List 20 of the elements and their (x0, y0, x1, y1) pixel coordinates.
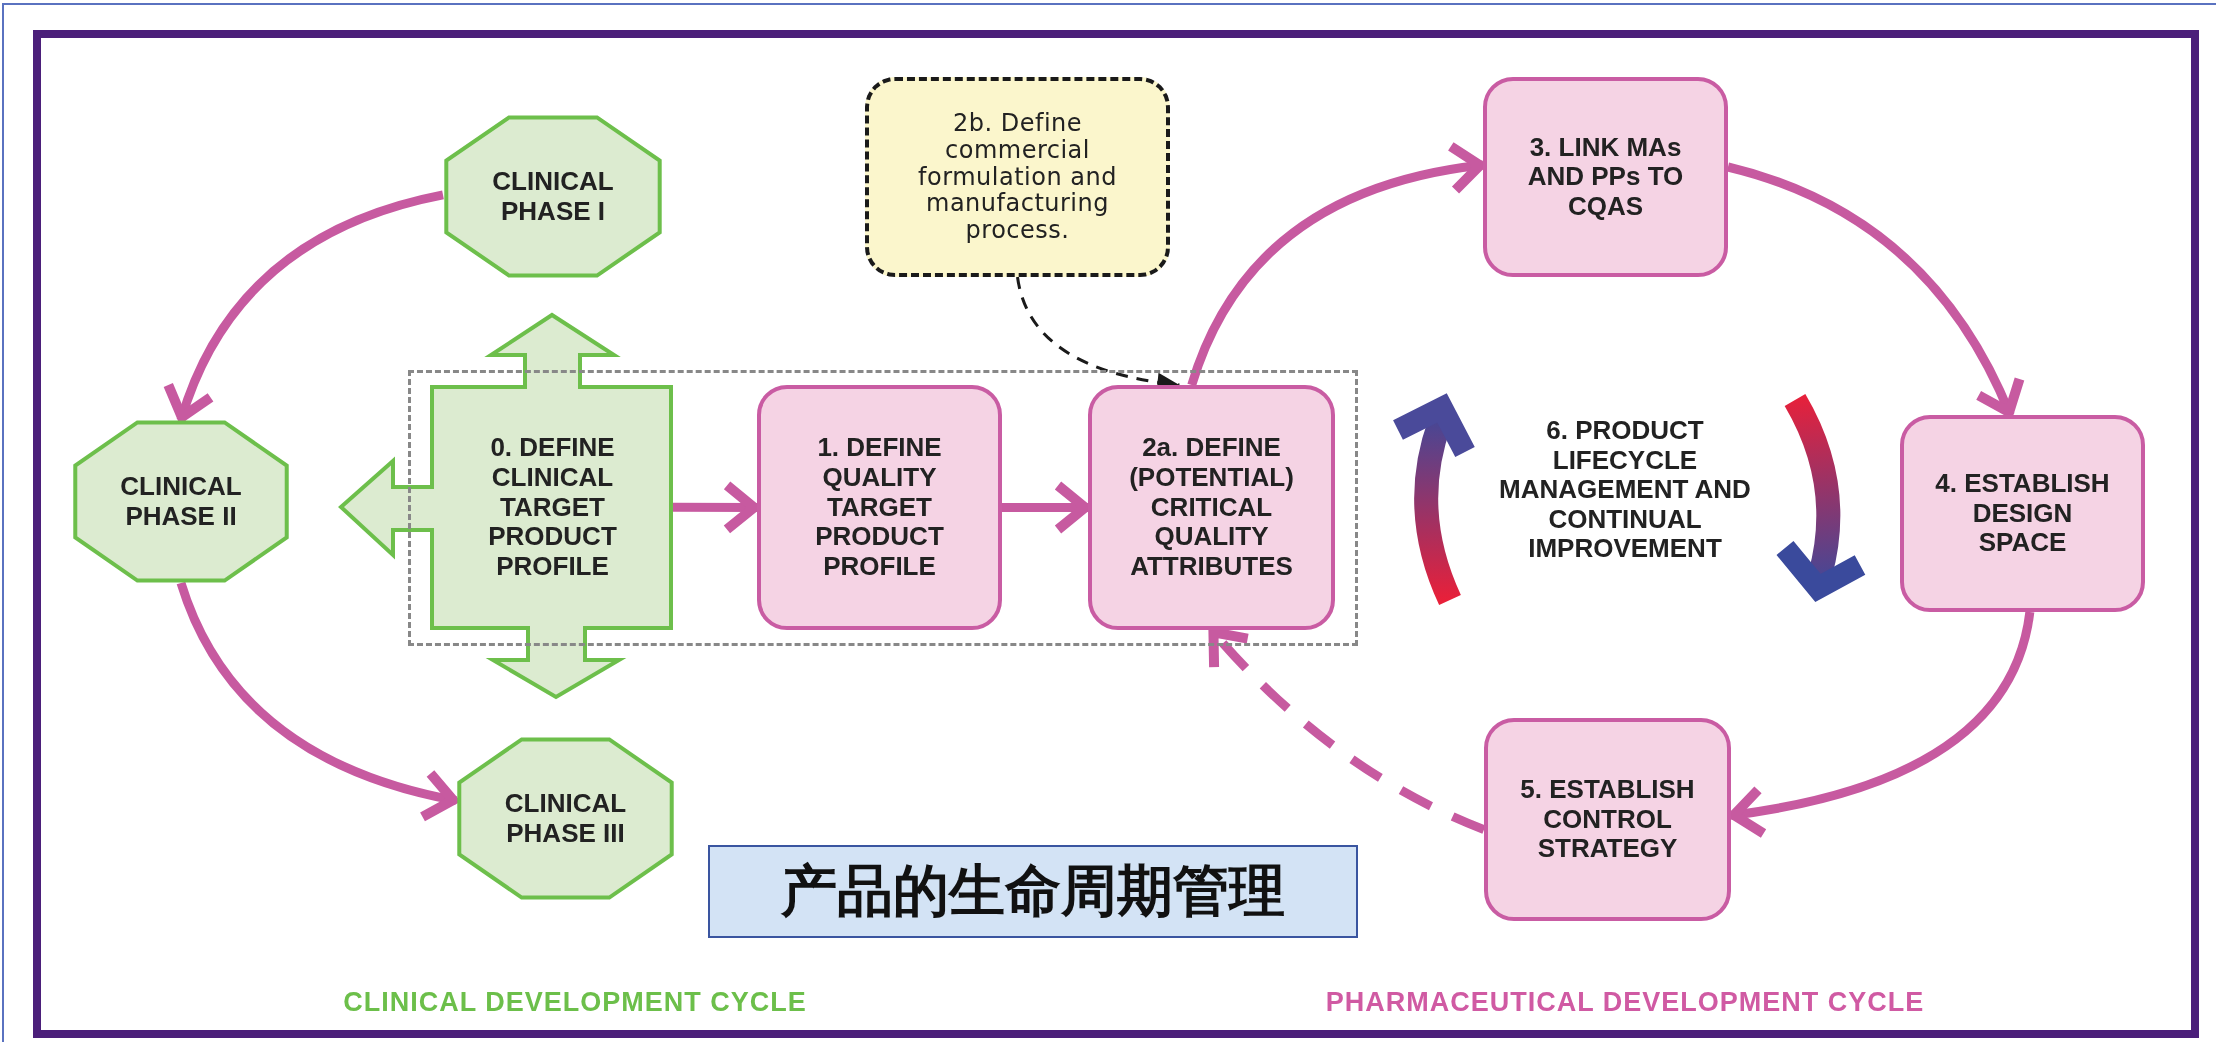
arrow (672, 480, 759, 535)
cycle-title: CLINICAL DEVELOPMENT CYCLE (342, 985, 808, 1019)
arrow (1726, 162, 2024, 418)
process-box: 1. DEFINE QUALITY TARGET PRODUCT PROFILE (757, 385, 1002, 630)
process-box: 5. ESTABLISH CONTROL STRATEGY (1484, 718, 1731, 921)
arrow (164, 190, 444, 423)
process-box: 4. ESTABLISH DESIGN SPACE (1900, 415, 2145, 612)
cycle-title: PHARMACEUTICAL DEVELOPMENT CYCLE (1324, 985, 1926, 1019)
arrow (176, 581, 459, 821)
cycle-label: 6. PRODUCT LIFECYCLE MANAGEMENT AND CONTINUAL IMPROVEMENT (1498, 413, 1752, 566)
octagon-node: CLINICAL PHASE I (443, 115, 663, 278)
octagon-node: CLINICAL PHASE II (72, 420, 290, 583)
arrow (1208, 627, 1486, 834)
title-box: 产品的生命周期管理 (708, 845, 1358, 938)
octagon-node: CLINICAL PHASE III (456, 737, 675, 900)
process-box: 2a. DEFINE (POTENTIAL) CRITICAL QUALITY ATTRIBUTES (1088, 385, 1335, 630)
process-box: 3. LINK MAs AND PPs TO CQAS (1483, 77, 1728, 277)
arrow (1002, 480, 1090, 535)
cross-arrow-node: 0. DEFINE CLINICAL TARGET PRODUCT PROFILE (338, 312, 673, 700)
note-box: 2b. Define commercial formulation and manufacturing process. (865, 77, 1170, 277)
